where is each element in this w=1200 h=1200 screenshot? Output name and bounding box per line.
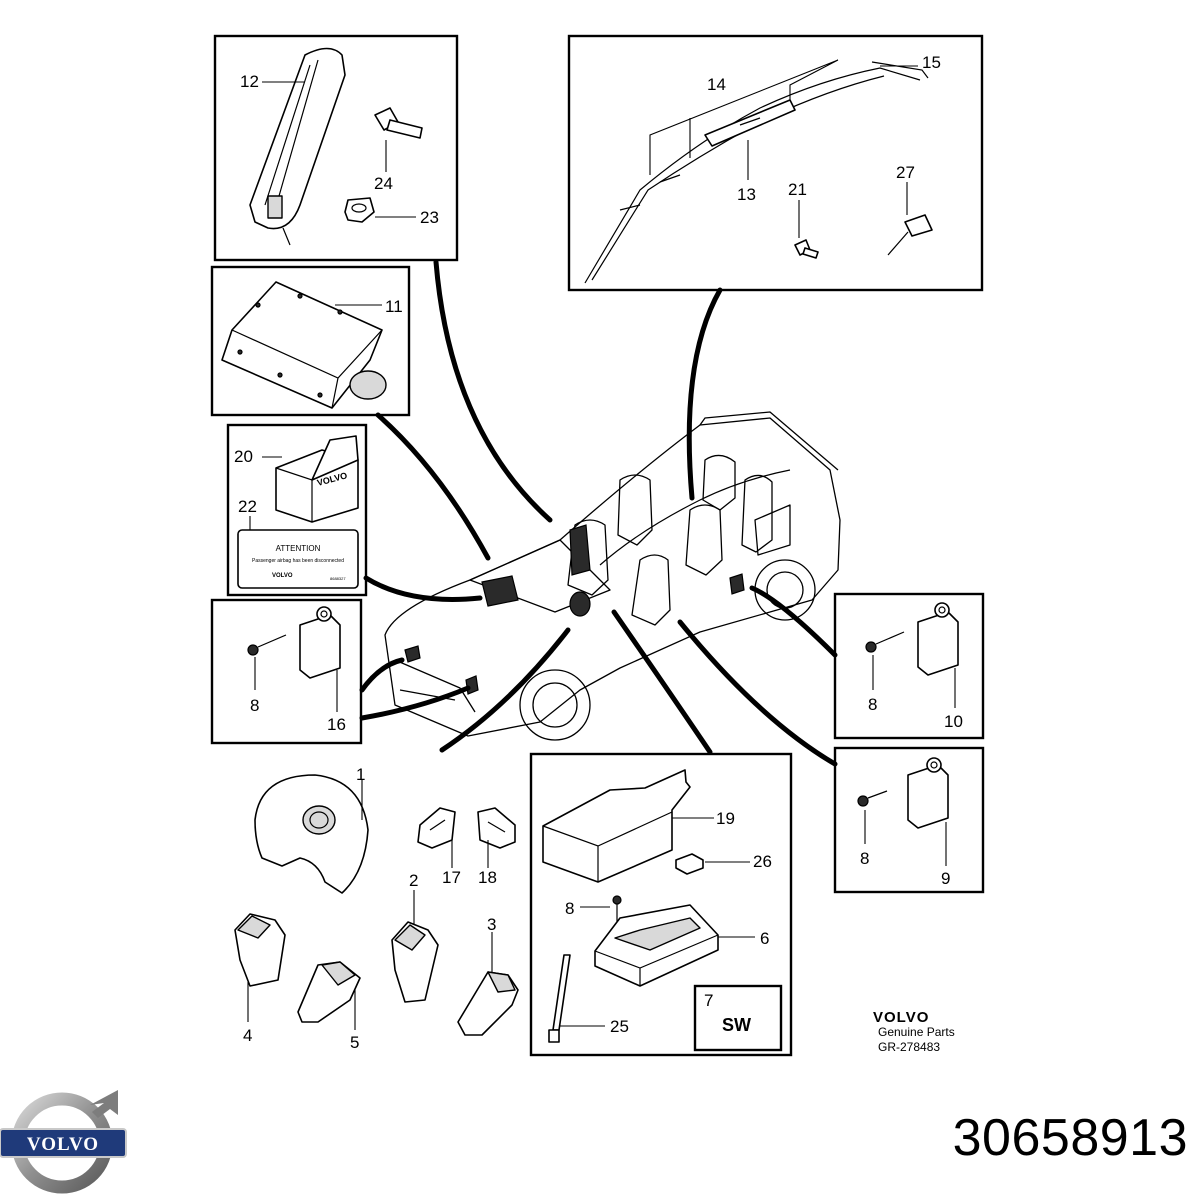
callout-8-upper: 8	[868, 695, 877, 714]
cover-19	[542, 769, 691, 883]
panel-side-sensor-9: 8 9	[833, 746, 985, 894]
switch-5	[297, 961, 361, 1023]
callout-18: 18	[478, 868, 497, 887]
panel-passenger-airbag: 11	[210, 265, 411, 417]
callout-12: 12	[240, 72, 259, 91]
genuine-line1: Genuine Parts	[878, 1025, 955, 1039]
callout-17: 17	[442, 868, 461, 887]
nut-23	[344, 197, 375, 223]
callout-22: 22	[238, 497, 257, 516]
callout-5: 5	[350, 1033, 359, 1052]
callout-7: 7	[704, 991, 713, 1010]
callout-8-left: 8	[250, 696, 259, 715]
switch-18	[477, 807, 516, 849]
pointer-arrows	[359, 259, 838, 767]
warning-label-22: ATTENTION Passenger airbag has been disc…	[237, 529, 359, 589]
software-label: SW	[722, 1015, 751, 1035]
callout-1: 1	[356, 765, 365, 784]
switch-3	[457, 971, 519, 1036]
vehicle-cutaway	[384, 411, 841, 741]
callout-13: 13	[737, 185, 756, 204]
label-line: Passenger airbag has been disconnected	[252, 558, 344, 564]
panel-curtain-airbag: 14 15 13 21 27	[567, 34, 984, 292]
passenger-airbag-module-11	[221, 281, 387, 409]
sensor-16	[299, 606, 341, 679]
callout-9: 9	[941, 869, 950, 888]
volvo-logo: VOLVO	[0, 1085, 130, 1195]
volvo-iron-mark-icon: VOLVO	[0, 1090, 127, 1194]
genuine-parts-block: VOLVO Genuine Parts GR-278483	[873, 1009, 955, 1054]
panel-control-module: 19 26 8 6 25 7 SW	[529, 752, 793, 1057]
panel-side-sensor-10: 8 10	[833, 592, 985, 740]
label-code: 8688327	[330, 576, 346, 581]
sensor-9	[907, 757, 949, 829]
callout-19: 19	[716, 809, 735, 828]
connector-26	[675, 853, 704, 875]
screw-8-upper	[865, 631, 905, 653]
steering-wheel-airbag-1	[254, 774, 369, 894]
callout-11: 11	[385, 297, 403, 316]
screw-21	[794, 239, 819, 259]
panel-side-airbag: 12 24 23	[213, 34, 459, 262]
steering-wheel-parts: 1 17 18 2 3 4	[234, 765, 519, 1052]
label-brand: VOLVO	[272, 573, 293, 579]
callout-23: 23	[420, 208, 439, 227]
label-title: ATTENTION	[276, 544, 321, 553]
callout-26: 26	[753, 852, 772, 871]
callout-4: 4	[243, 1026, 252, 1045]
clip-27	[887, 214, 933, 256]
callout-16: 16	[327, 715, 346, 734]
side-airbag-module-12	[249, 47, 346, 246]
sensor-10	[917, 602, 959, 676]
genuine-line2: GR-278483	[878, 1040, 940, 1054]
callout-25: 25	[610, 1017, 629, 1036]
callout-24: 24	[374, 174, 393, 193]
panel-carton-label: VOLVO 20 22 ATTENTION Passenger airbag h…	[226, 423, 368, 597]
part-number: 30658913	[952, 1109, 1188, 1167]
switch-4	[234, 913, 286, 987]
callout-6: 6	[760, 929, 769, 948]
inflatable-curtain-14	[584, 61, 929, 284]
callout-14: 14	[707, 75, 726, 94]
logo-text: VOLVO	[27, 1134, 99, 1155]
screw-8-left	[247, 634, 287, 656]
switch-17	[417, 807, 456, 849]
software-box-7: 7 SW	[693, 984, 783, 1052]
callout-27: 27	[896, 163, 915, 182]
callout-3: 3	[487, 915, 496, 934]
carton-20: VOLVO	[275, 435, 359, 523]
callout-20: 20	[234, 447, 253, 466]
callout-8-lower: 8	[860, 849, 869, 868]
control-module-6	[594, 904, 719, 987]
callout-8-module: 8	[565, 899, 574, 918]
callout-10: 10	[944, 712, 963, 731]
cable-tie-25	[548, 954, 571, 1043]
genuine-brand: VOLVO	[873, 1009, 929, 1026]
bolt-24	[374, 107, 423, 139]
callout-2: 2	[409, 871, 418, 890]
panel-front-sensor-left: 8 16	[210, 598, 363, 745]
callout-15: 15	[922, 53, 941, 72]
callout-21: 21	[788, 180, 807, 199]
screw-8-lower	[857, 790, 888, 807]
switch-2	[391, 921, 439, 1003]
